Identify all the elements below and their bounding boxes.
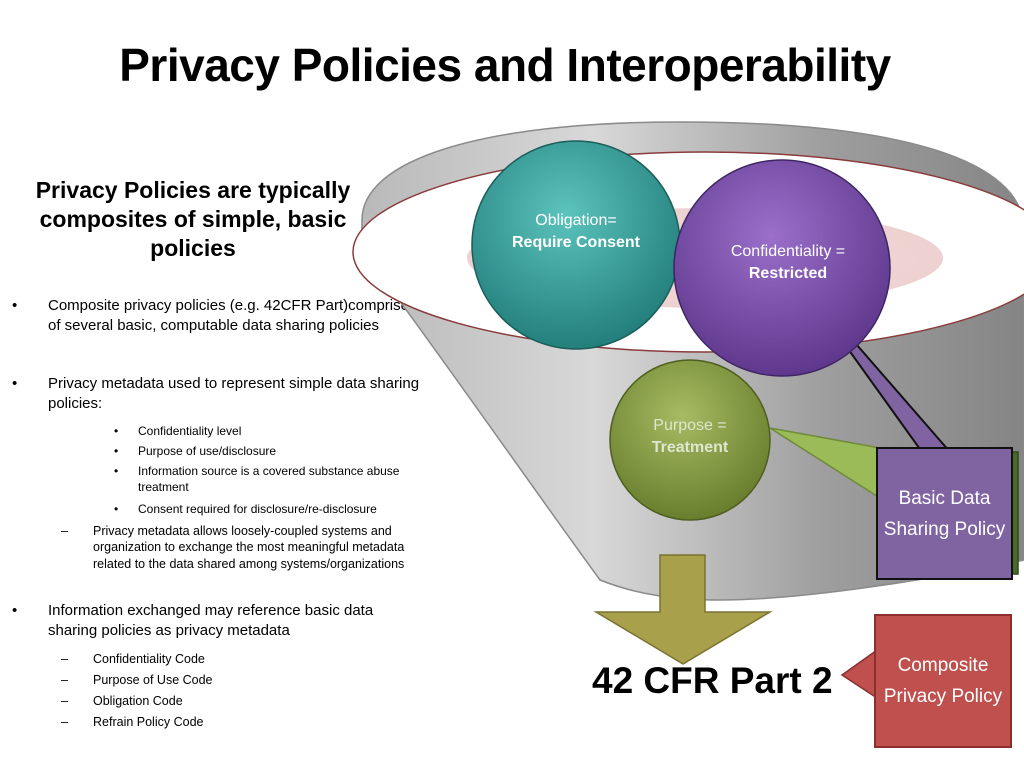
purpose-value: Treatment (651, 439, 729, 456)
bullet-marker: • (114, 502, 119, 516)
list-item: – Refrain Policy Code (61, 714, 423, 730)
bullet-text: Privacy metadata allows loosely-coupled … (93, 524, 405, 571)
basic-policy-text: Basic Data Sharing Policy (883, 487, 1006, 540)
obligation-value: Require Consent (511, 234, 640, 251)
slide-title: Privacy Policies and Interoperability (119, 39, 891, 91)
bullet-text: Consent required for disclosure/re-discl… (138, 502, 377, 516)
bullet-text: Composite privacy policies (e.g. 42CFR P… (48, 297, 409, 334)
confidentiality-circle (673, 159, 891, 377)
list-item: – Obligation Code (61, 693, 423, 709)
bullet-text: Purpose of use/disclosure (138, 444, 277, 458)
bullet-text: Obligation Code (93, 694, 183, 708)
dash-marker: – (61, 715, 68, 729)
bullet-marker: • (12, 297, 18, 314)
bullet-text: Refrain Policy Code (93, 715, 204, 729)
bullet-text: Information source is a covered substanc… (138, 464, 400, 494)
dash-marker: – (61, 652, 68, 666)
dash-marker: – (61, 694, 68, 708)
list-item: • Confidentiality level (114, 424, 428, 440)
list-item: • Information source is a covered substa… (114, 464, 428, 495)
down-arrow (593, 554, 773, 665)
bullet-text: Confidentiality level (138, 424, 242, 438)
list-item: • Purpose of use/disclosure (114, 444, 428, 460)
purpose-label: Purpose = Treatment (622, 415, 758, 459)
purpose-key: Purpose = (653, 417, 727, 434)
list-item: • Privacy metadata used to represent sim… (12, 374, 423, 413)
list-item: • Consent required for disclosure/re-dis… (114, 502, 428, 518)
bullet-marker: • (114, 444, 119, 458)
composite-policy-text: Composite Privacy Policy (883, 655, 1003, 707)
composite-policy-box: Composite Privacy Policy (874, 614, 1012, 748)
dash-marker: – (61, 673, 68, 687)
confidentiality-value: Restricted (748, 265, 828, 282)
bullet-text: Purpose of Use Code (93, 673, 213, 687)
list-item: – Purpose of Use Code (61, 672, 423, 688)
result-label: 42 CFR Part 2 (592, 660, 833, 701)
bullet-marker: • (12, 375, 18, 392)
bullet-marker: • (12, 602, 18, 619)
obligation-key: Obligation= (535, 212, 617, 229)
list-item: • Composite privacy policies (e.g. 42CFR… (12, 296, 423, 335)
bullet-marker: • (114, 424, 119, 438)
list-item: – Confidentiality Code (61, 651, 423, 667)
obligation-label: Obligation= Require Consent (500, 210, 652, 254)
confidentiality-label: Confidentiality = Restricted (702, 241, 874, 285)
dash-marker: – (61, 524, 68, 538)
bullet-text: Privacy metadata used to represent simpl… (48, 375, 420, 412)
list-item: • Information exchanged may reference ba… (12, 601, 423, 640)
bullet-text: Information exchanged may reference basi… (48, 602, 374, 639)
subheading: Privacy Policies are typically composite… (35, 177, 351, 261)
purpose-circle (609, 359, 771, 521)
bullet-text: Confidentiality Code (93, 652, 205, 666)
confidentiality-key: Confidentiality = (730, 243, 846, 260)
bullet-marker: • (114, 464, 119, 478)
list-item: – Privacy metadata allows loosely-couple… (61, 523, 423, 572)
basic-policy-box: Basic Data Sharing Policy (876, 447, 1013, 580)
